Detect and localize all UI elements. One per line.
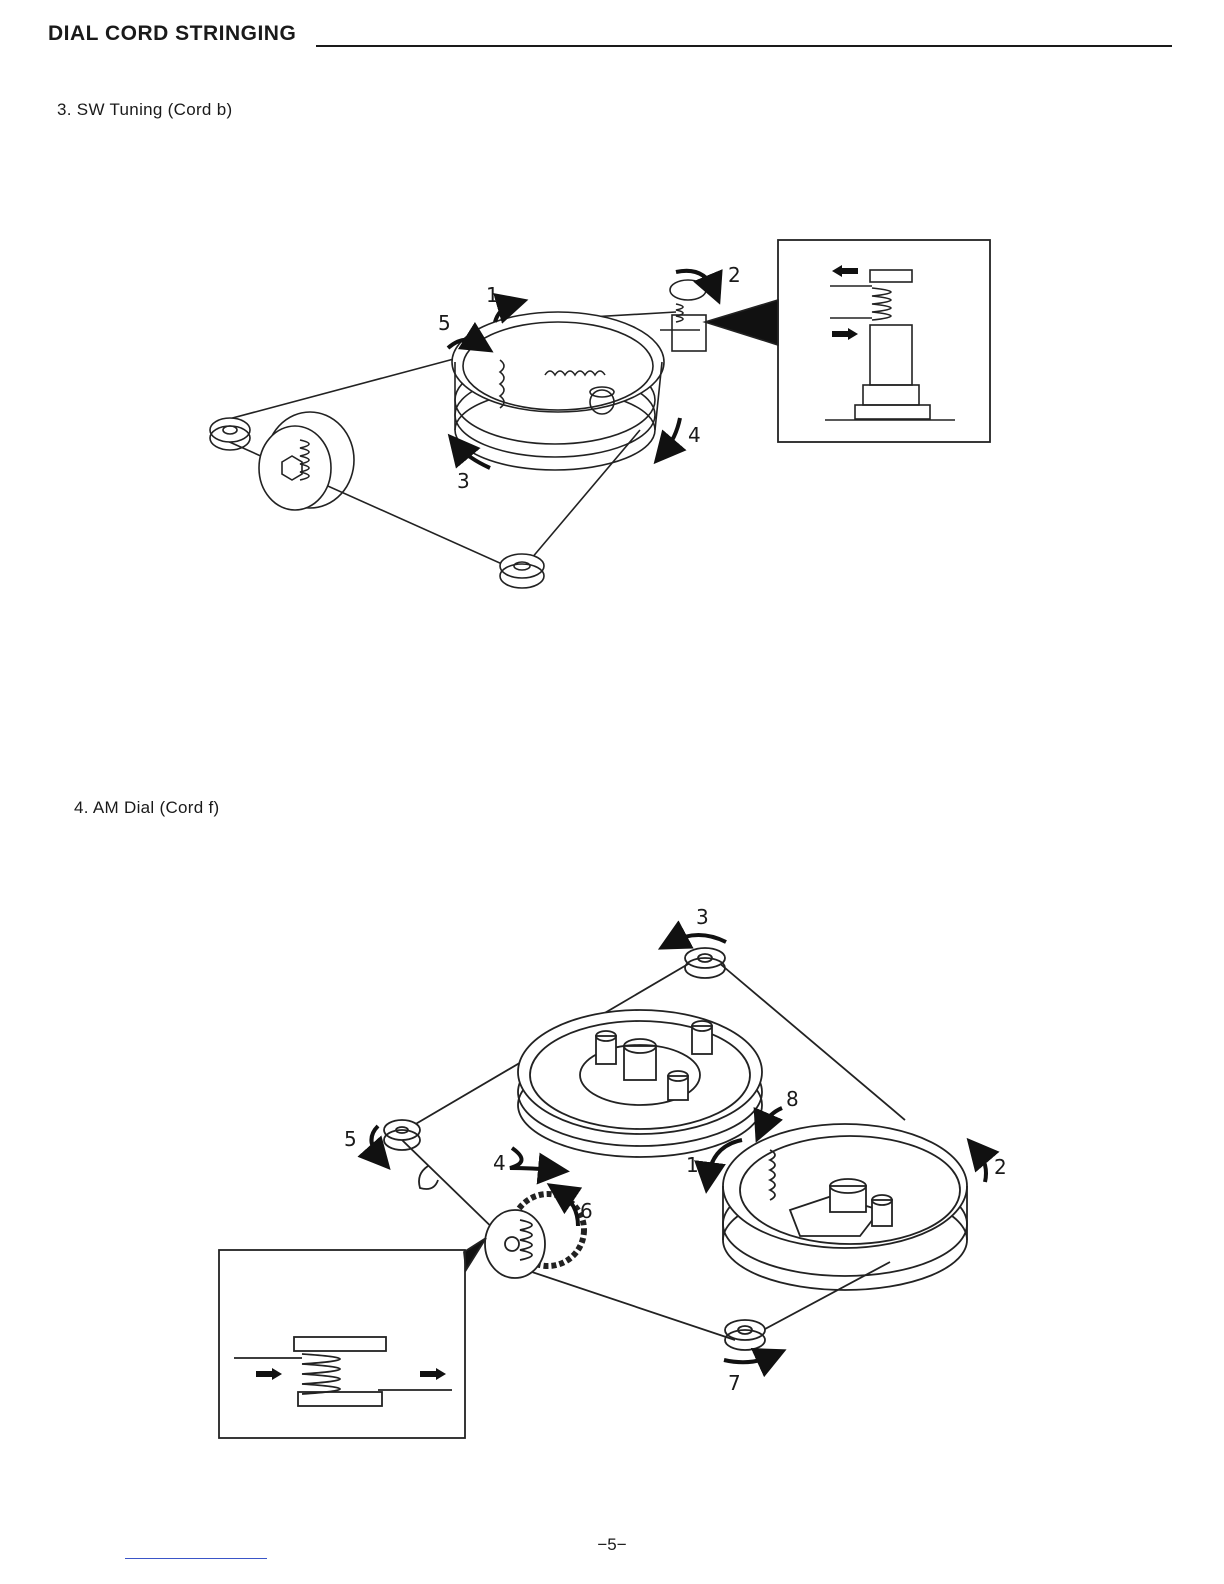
step-label-6: 6 [580, 1199, 593, 1223]
arrow-right-icon [832, 328, 858, 340]
step-arrow-icon [977, 1150, 986, 1182]
step-arrow-icon [371, 1126, 380, 1158]
inset-pulley-detail [778, 240, 990, 442]
idler-pulley-top-right [670, 280, 706, 351]
page-number: −5− [0, 1535, 1224, 1555]
dial-drum-right [723, 1124, 967, 1290]
step-arrow-icon [762, 1108, 782, 1128]
step-label-2: 2 [728, 263, 741, 287]
arrow-left-icon [832, 265, 858, 277]
am-dial-diagram: 1 2 3 4 5 6 7 8 [0, 890, 1224, 1450]
step-label-4: 4 [688, 423, 701, 447]
dial-drum-left [518, 1010, 762, 1157]
step-label-2: 2 [994, 1155, 1007, 1179]
cord-line [520, 1268, 735, 1340]
step-label-3: 3 [696, 905, 709, 929]
sw-tuning-diagram: 1 2 3 4 5 [0, 220, 1224, 620]
idler-pulley-left [210, 418, 250, 450]
tuning-shaft-drum [259, 412, 354, 510]
step-label-4: 4 [493, 1151, 506, 1175]
idler-pulley-bottom [500, 554, 544, 588]
section-heading-am-dial: 4. AM Dial (Cord f) [74, 798, 220, 818]
idler-pulley-top [685, 948, 725, 978]
cord-line [520, 430, 640, 572]
step-label-7: 7 [728, 1371, 741, 1395]
step-arrow-icon [458, 446, 490, 468]
step-arrow-icon [724, 1356, 772, 1362]
page-title: DIAL CORD STRINGING [48, 22, 296, 46]
footer-rule [125, 1558, 267, 1559]
idler-pulley-left [384, 1120, 438, 1189]
inset-drum-detail [219, 1250, 465, 1438]
step-arrow-icon [664, 418, 680, 452]
arrow-right-icon [256, 1368, 282, 1380]
step-label-5: 5 [344, 1127, 357, 1151]
arrow-right-icon [420, 1368, 446, 1380]
step-label-8: 8 [786, 1087, 799, 1111]
cord-line [752, 1262, 890, 1336]
section-heading-sw-tuning: 3. SW Tuning (Cord b) [57, 100, 232, 120]
step-arrow-icon [672, 935, 726, 942]
cord-line [225, 352, 480, 420]
idler-pulley-bottom [725, 1320, 765, 1350]
step-arrow-icon [510, 1148, 554, 1170]
step-label-3: 3 [457, 469, 470, 493]
step-label-1: 1 [486, 283, 499, 307]
tuning-shaft-gear [485, 1194, 584, 1278]
step-label-5: 5 [438, 311, 451, 335]
dial-drum [452, 312, 664, 470]
step-label-1: 1 [686, 1153, 699, 1177]
title-rule [316, 45, 1172, 47]
